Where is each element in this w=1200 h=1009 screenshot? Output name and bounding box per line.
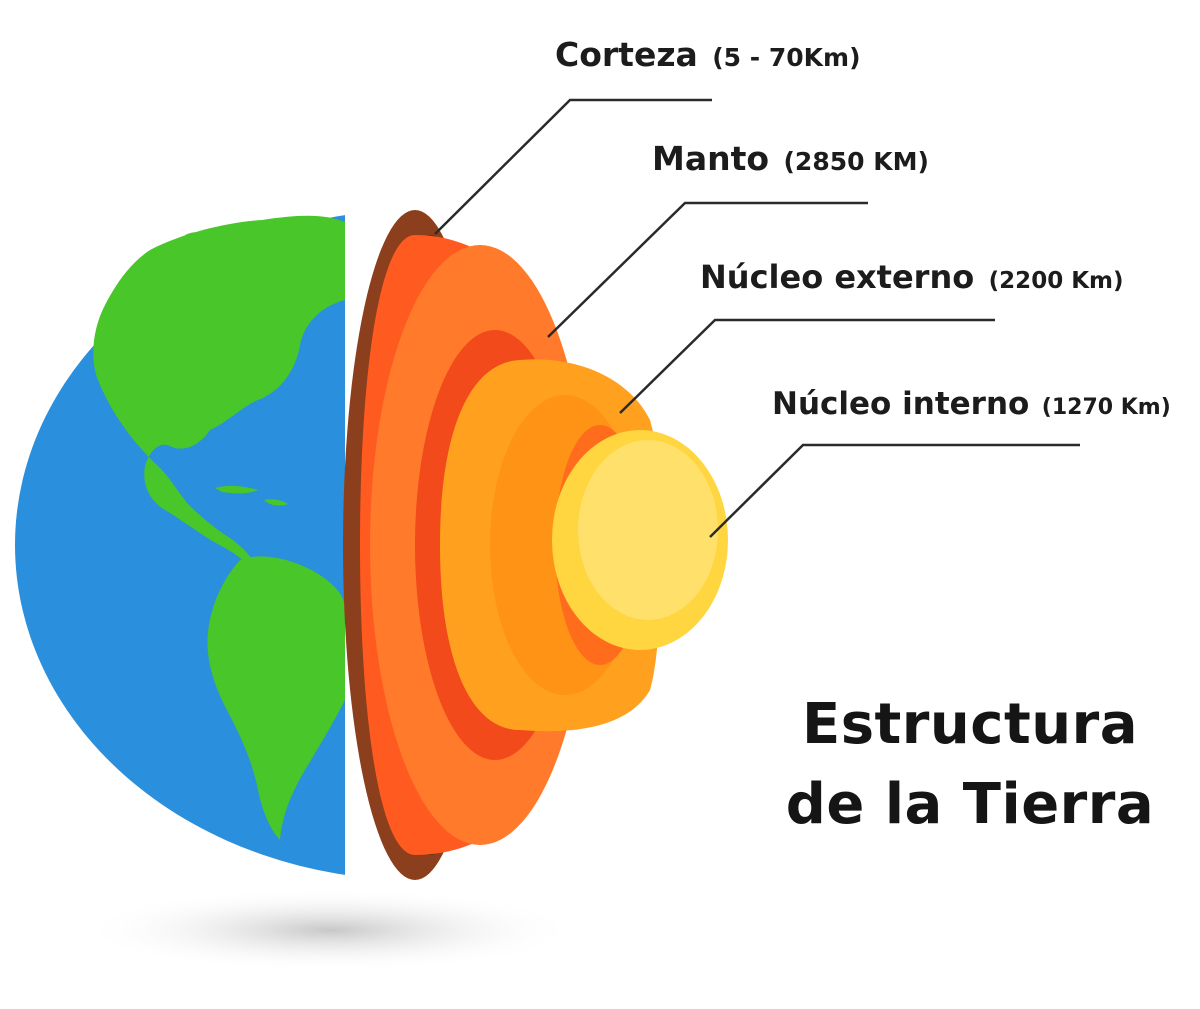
label-outer-core: Núcleo externo (2200 Km) [700, 258, 1124, 296]
label-inner-core: Núcleo interno (1270 Km) [772, 386, 1171, 422]
continent-greenland [232, 227, 317, 270]
label-outer-core-name: Núcleo externo [700, 258, 974, 296]
label-inner-core-thickness: (1270 Km) [1042, 395, 1171, 420]
label-mantle: Manto (2850 KM) [652, 139, 929, 178]
label-mantle-name: Manto [652, 139, 769, 178]
label-crust-name: Corteza [555, 35, 698, 74]
title-line-2: de la Tierra [785, 772, 1155, 837]
caribbean-islands [215, 485, 288, 506]
arctic-islands [160, 232, 215, 269]
label-outer-core-thickness: (2200 Km) [989, 268, 1124, 294]
inner-core-highlight [578, 440, 718, 620]
continent-south-america [207, 556, 345, 840]
label-mantle-thickness: (2850 KM) [784, 147, 929, 176]
leader-line-crust [434, 98, 712, 235]
leader-line-outer-core [619, 318, 995, 414]
label-crust-thickness: (5 - 70Km) [712, 43, 860, 72]
label-inner-core-name: Núcleo interno [772, 386, 1029, 422]
continent-north-america [93, 215, 345, 576]
globe [15, 215, 345, 875]
leader-line-mantle [547, 201, 868, 338]
label-crust: Corteza (5 - 70Km) [555, 35, 861, 74]
ground-shadow [80, 888, 580, 972]
title-line-1: Estructura [801, 692, 1139, 757]
leader-lines [434, 98, 1080, 538]
leader-line-inner-core [709, 443, 1080, 538]
